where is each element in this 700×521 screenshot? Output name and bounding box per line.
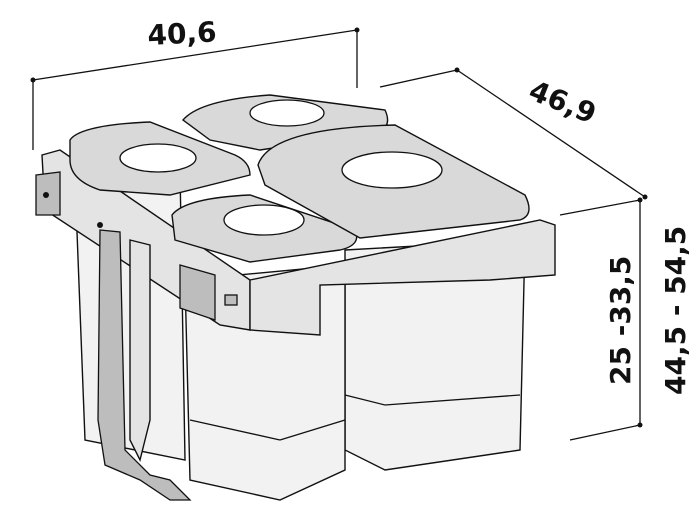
total-height-label: 44,5 - 54,5	[659, 226, 692, 395]
bin-height-label: 25 -33,5	[604, 256, 637, 385]
lid-back-left	[69, 121, 251, 196]
depth-label: 46,9	[524, 74, 600, 130]
width-label: 40,6	[147, 15, 218, 52]
pullout-frame	[35, 149, 556, 501]
depth-dimension-lines	[379, 67, 648, 200]
height-dimension-lines	[559, 197, 643, 441]
lid-large-right	[257, 124, 530, 239]
width-dimension-lines	[30, 27, 360, 150]
